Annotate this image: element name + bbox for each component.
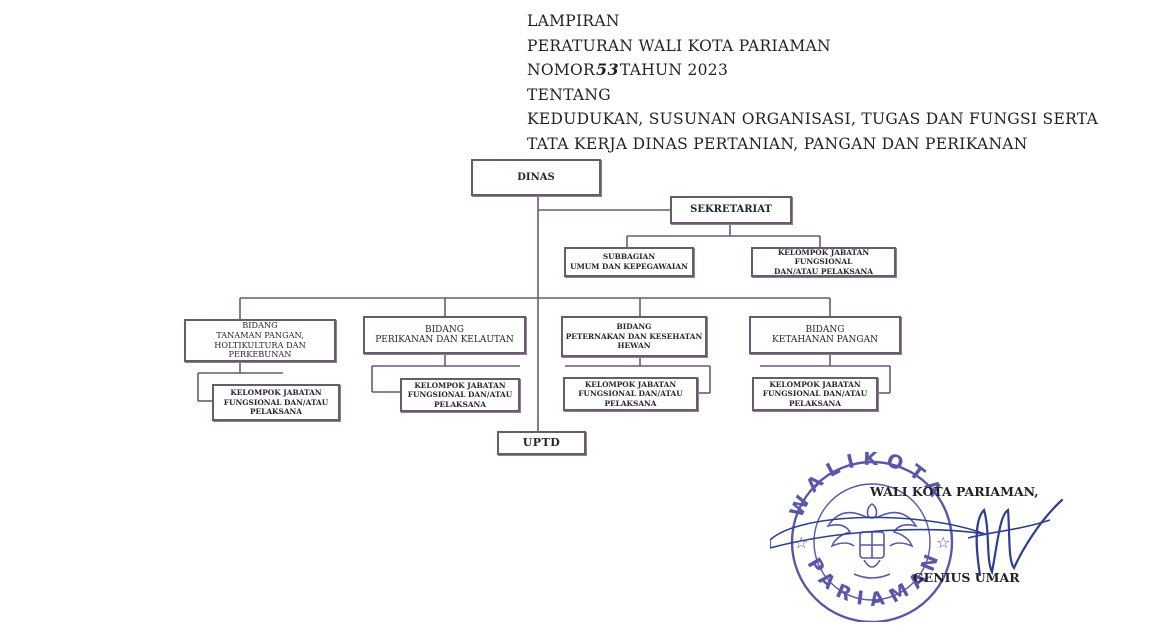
kelompok-sekretariat-box: KELOMPOK JABATAN FUNGSIONAL DAN/ATAU PEL… bbox=[751, 247, 896, 277]
bidang-tanaman-pangan-box: BIDANG TANAMAN PANGAN, HOLTIKULTURA DAN … bbox=[184, 319, 336, 362]
tentang-label: TENTANG bbox=[527, 85, 611, 104]
kelompok-jabatan-box-1: KELOMPOK JABATAN FUNGSIONAL DAN/ATAU PEL… bbox=[212, 384, 340, 421]
lampiran-label: LAMPIRAN bbox=[527, 12, 620, 30]
dinas-box: DINAS bbox=[471, 159, 601, 196]
garuda-emblem-icon bbox=[826, 503, 918, 579]
seal-star-right-icon: ☆ bbox=[936, 533, 950, 552]
regulation-subject-line1: KEDUDUKAN, SUSUNAN ORGANISASI, TUGAS DAN… bbox=[527, 110, 1099, 128]
nomor-suffix: TAHUN 2023 bbox=[619, 61, 729, 79]
nomor-number: 53 bbox=[596, 60, 619, 79]
regulation-title: PERATURAN WALI KOTA PARIAMAN bbox=[527, 36, 831, 55]
kelompok-jabatan-box-4: KELOMPOK JABATAN FUNGSIONAL DAN/ATAU PEL… bbox=[752, 377, 878, 411]
kelompok-jabatan-box-3: KELOMPOK JABATAN FUNGSIONAL DAN/ATAU PEL… bbox=[563, 377, 698, 411]
bidang-ketahanan-pangan-box: BIDANG KETAHANAN PANGAN bbox=[749, 316, 901, 354]
document-header: LAMPIRAN PERATURAN WALI KOTA PARIAMAN NO… bbox=[527, 9, 1098, 156]
regulation-subject-line2: TATA KERJA DINAS PERTANIAN, PANGAN DAN P… bbox=[527, 134, 1028, 153]
handwritten-signature bbox=[967, 498, 1064, 577]
sekretariat-box: SEKRETARIAT bbox=[670, 196, 792, 224]
signatory-name: GENIUS UMAR bbox=[913, 570, 1020, 585]
signatory-title: WALI KOTA PARIAMAN, bbox=[870, 484, 1039, 499]
seal-star-left-icon: ☆ bbox=[794, 533, 808, 552]
nomor-prefix: NOMOR bbox=[527, 61, 596, 79]
kelompok-jabatan-box-2: KELOMPOK JABATAN FUNGSIONAL DAN/ATAU PEL… bbox=[400, 378, 520, 412]
bidang-perikanan-box: BIDANG PERIKANAN DAN KELAUTAN bbox=[363, 316, 526, 354]
bidang-peternakan-box: BIDANG PETERNAKAN DAN KESEHATAN HEWAN bbox=[561, 316, 707, 357]
subbagian-box: SUBBAGIAN UMUM DAN KEPEGAWAIAN bbox=[564, 247, 694, 277]
regulation-number: NOMOR53TAHUN 2023 bbox=[527, 58, 1098, 83]
seal-inner-ring bbox=[813, 483, 931, 601]
official-seal: WALIKOTA PARIAMAN ☆ ☆ bbox=[770, 452, 986, 622]
uptd-box: UPTD bbox=[497, 431, 586, 455]
